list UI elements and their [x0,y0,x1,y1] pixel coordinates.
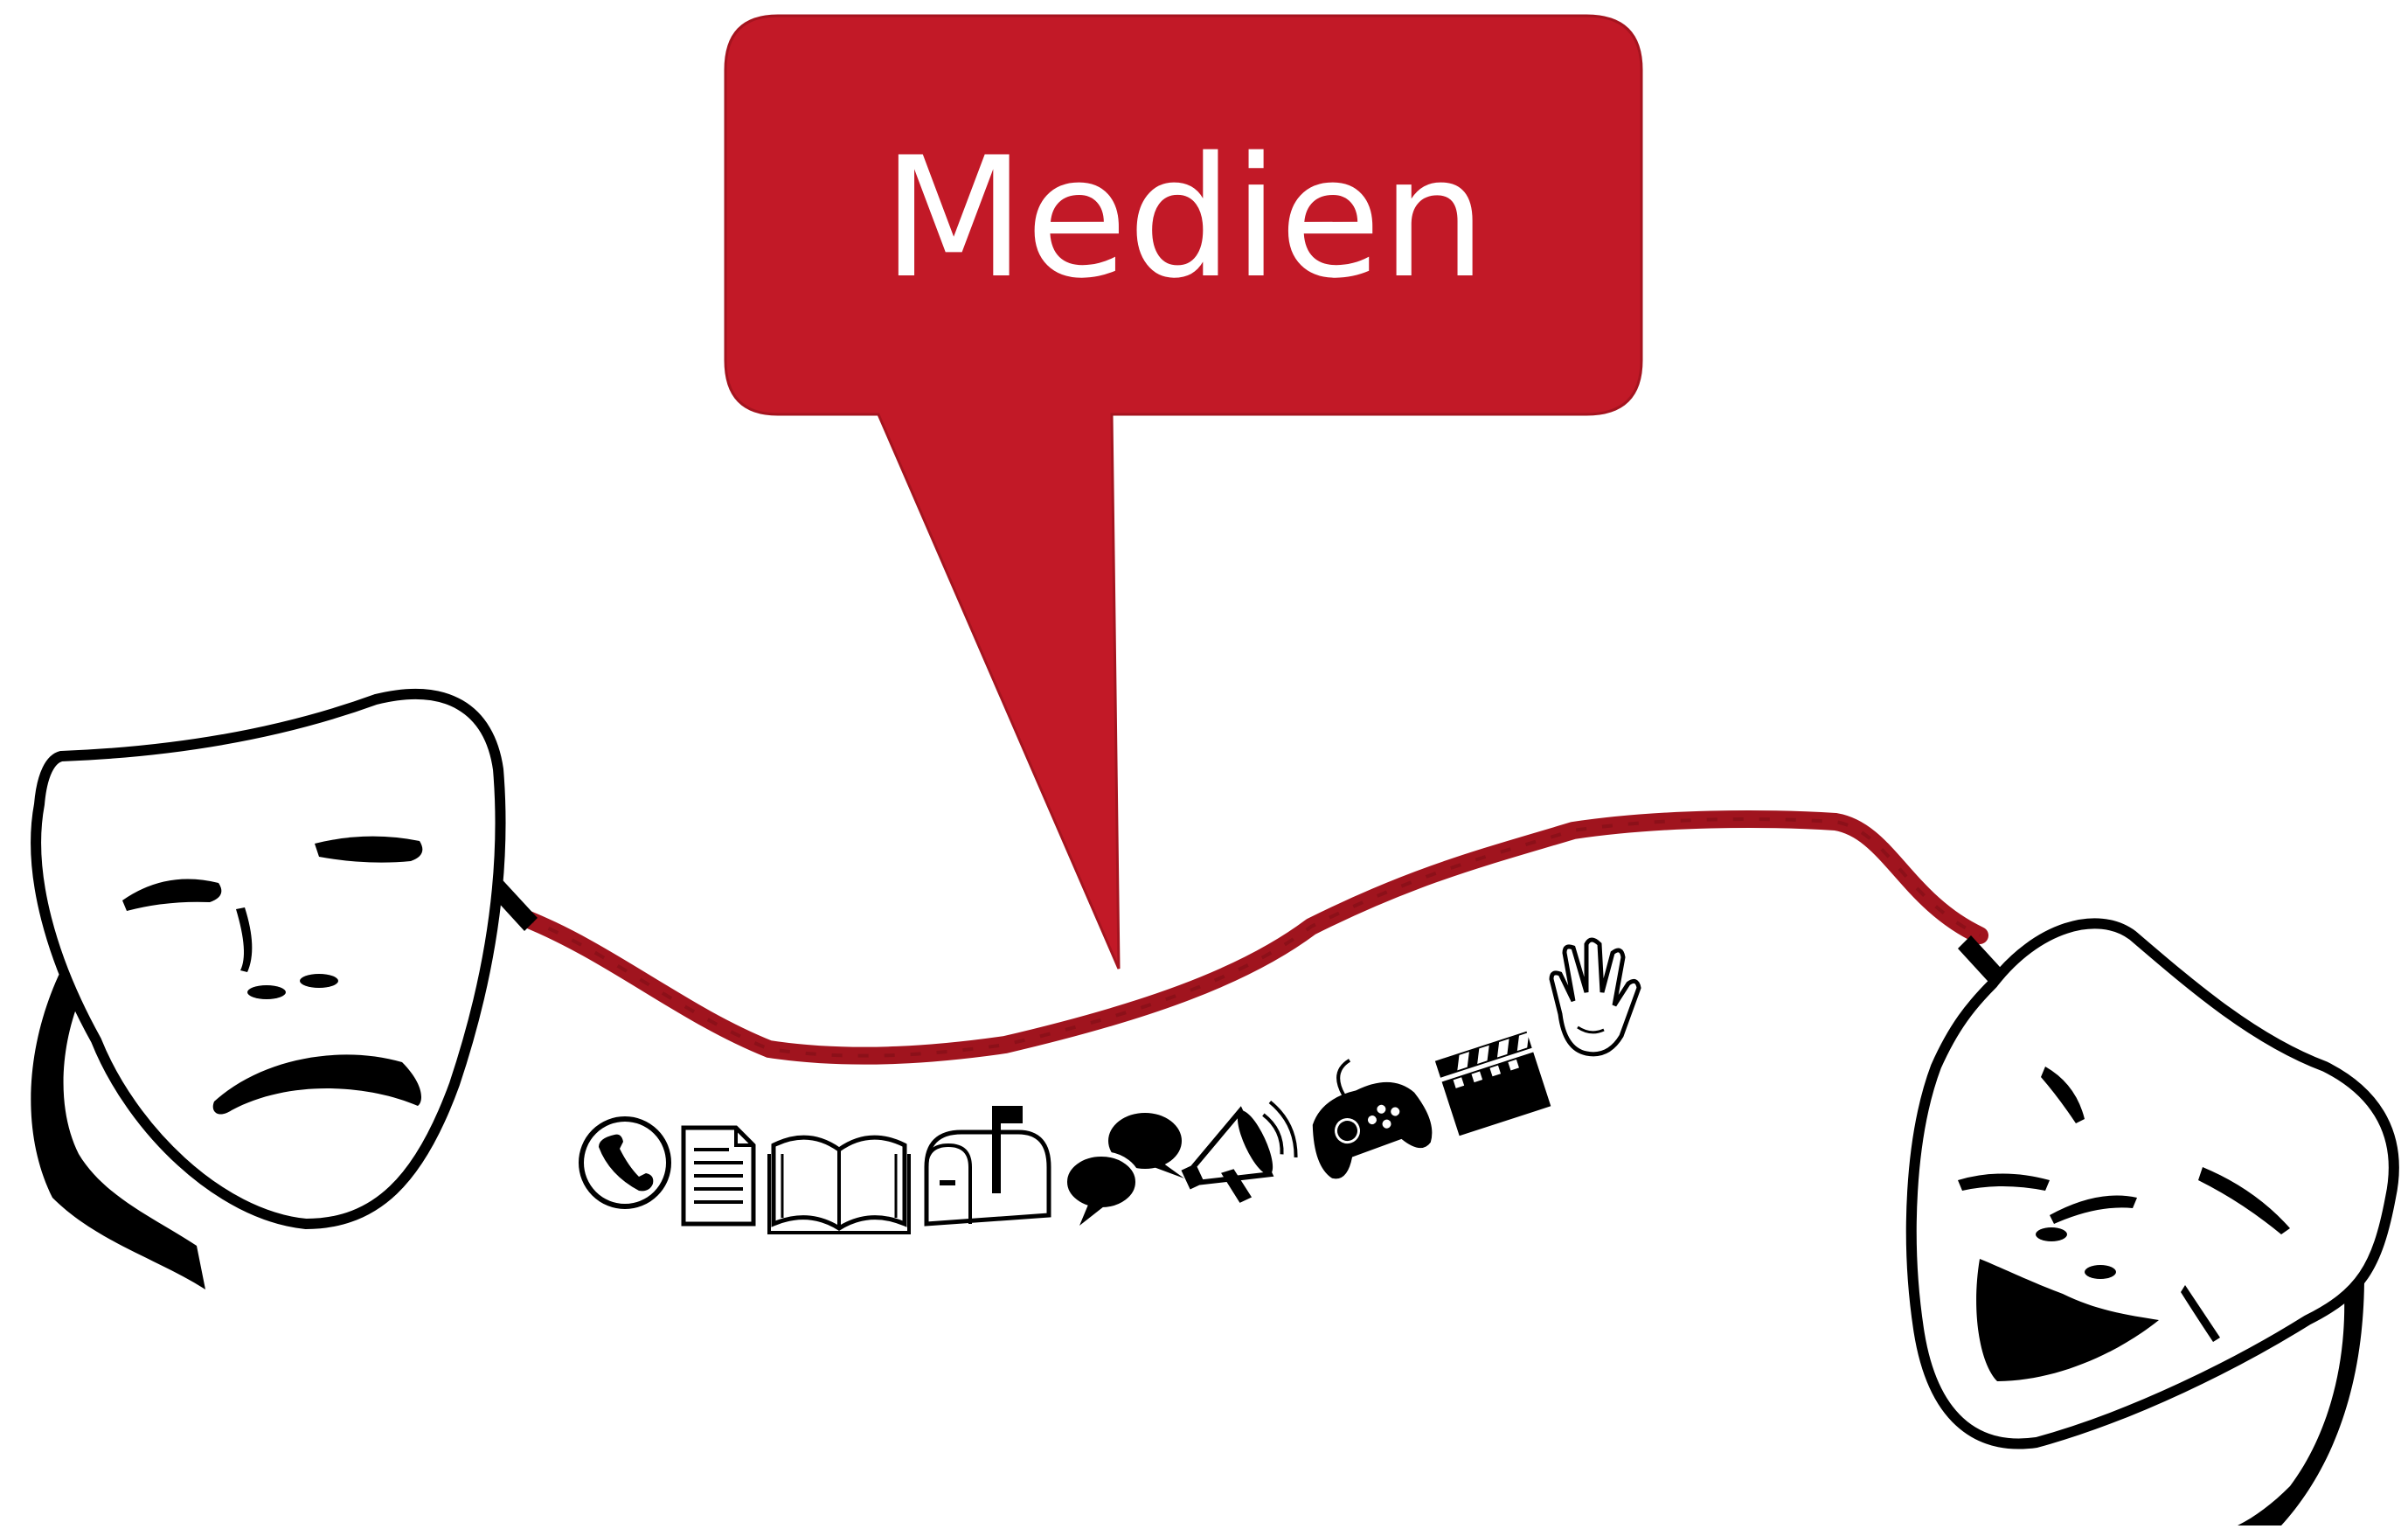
tragedy-mask [31,688,538,1289]
document-icon [681,1125,756,1227]
speech-bubble-shape [724,14,1643,970]
speech-bubbles-icon [1062,1113,1184,1226]
media-icons [579,937,1641,1234]
mailbox-icon [924,1106,1051,1227]
megaphone-icon [1181,1100,1298,1203]
waving-hand-icon [1549,937,1641,1057]
comedy-mask [1905,918,2399,1526]
tragedy-mask-ribbon [31,953,205,1289]
speech-bubble: Medien [724,14,1643,970]
connecting-cord [516,810,1988,1065]
game-controller-icon [1312,1059,1433,1179]
open-book-icon [767,1135,911,1234]
speech-bubble-label: Medien [882,122,1487,315]
telephone-icon [579,1116,671,1209]
tragedy-mask-face [31,688,506,1230]
film-clapper-icon [1434,1031,1551,1136]
